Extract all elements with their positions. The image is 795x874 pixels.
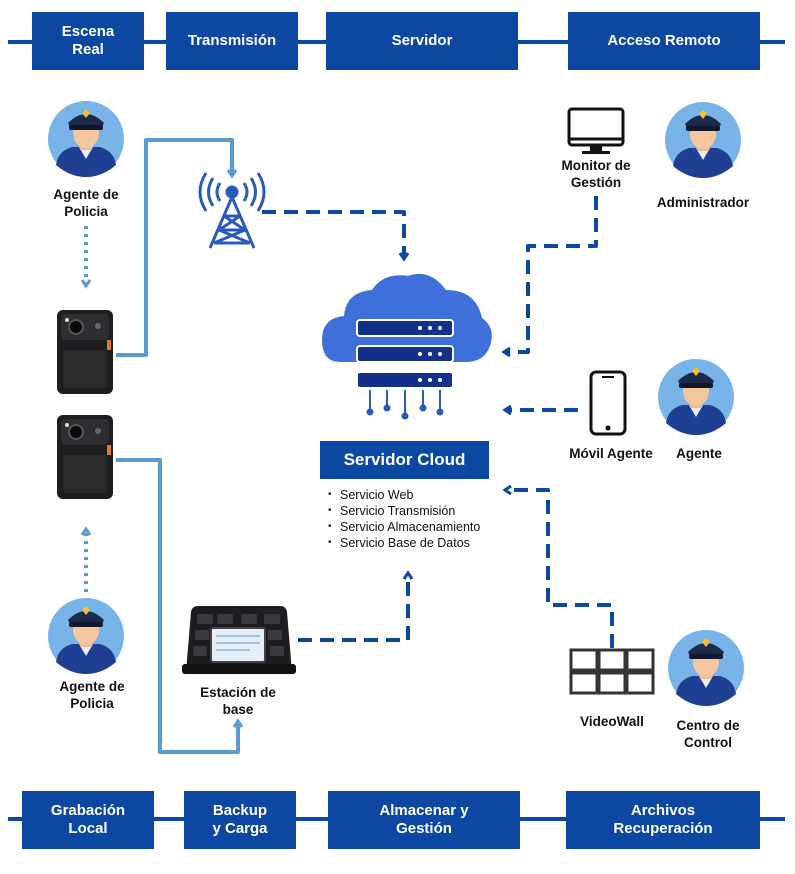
- service-item: Servicio Base de Datos: [328, 535, 480, 551]
- footer-grabacion-local: Grabación Local: [22, 791, 154, 849]
- police-officer-icon: [48, 598, 124, 674]
- header-acceso-remoto: Acceso Remoto: [568, 12, 760, 70]
- police-officer-icon: [48, 101, 124, 177]
- mobile-phone-icon: [589, 370, 627, 436]
- footer-backup-carga: Backup y Carga: [184, 791, 296, 849]
- antenna-to-cloud-arrow: [262, 210, 404, 258]
- videowall-icon: [569, 648, 655, 695]
- label-monitor: Monitor de Gestión: [561, 158, 631, 190]
- antenna-tower-icon: [198, 172, 266, 249]
- footer-almacenar-gestion: Almacenar y Gestión: [328, 791, 520, 849]
- label-agent-bottom: Agente de Policia: [59, 679, 125, 711]
- header-servidor: Servidor: [326, 12, 518, 70]
- cloud-server-title: Servidor Cloud: [320, 441, 489, 479]
- control-officer-icon: [668, 630, 744, 706]
- base-station-icon: [182, 606, 296, 674]
- videowall-to-cloud-arrow: [506, 490, 614, 648]
- label-agent-right: Agente: [676, 446, 722, 461]
- monitor-icon: [567, 107, 625, 154]
- administrator-icon: [665, 102, 741, 178]
- camera-to-base-line: [116, 458, 238, 754]
- agent-icon: [658, 359, 734, 435]
- label-videowall: VideoWall: [580, 714, 644, 729]
- service-item: Servicio Almacenamiento: [328, 519, 480, 535]
- label-base-station: Estación de base: [200, 685, 276, 717]
- body-camera-icon: [57, 415, 113, 499]
- label-mobile: Móvil Agente: [569, 446, 653, 461]
- label-control-center: Centro de Control: [676, 718, 740, 750]
- camera-to-antenna-line: [116, 138, 232, 357]
- service-item: Servicio Transmisión: [328, 503, 480, 519]
- label-agent-top: Agente de Policia: [53, 187, 119, 219]
- header-transmision: Transmisión: [166, 12, 298, 70]
- monitor-to-cloud-arrow: [505, 196, 598, 352]
- cloud-server-icon: [322, 273, 492, 420]
- label-administrator: Administrador: [656, 195, 750, 210]
- footer-archivos-recuperacion: Archivos Recuperación: [566, 791, 760, 849]
- header-escena-real: Escena Real: [32, 12, 144, 70]
- body-camera-icon: [57, 310, 113, 394]
- service-item: Servicio Web: [328, 487, 480, 503]
- services-list: Servicio Web Servicio Transmisión Servic…: [328, 487, 480, 551]
- base-to-cloud-arrow: [298, 574, 408, 642]
